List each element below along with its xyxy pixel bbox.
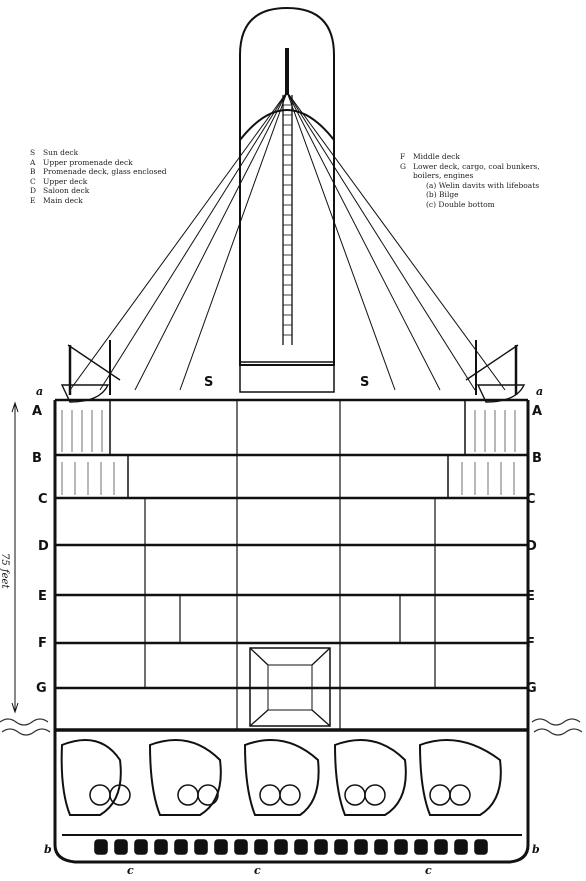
deck-label-right-g: G xyxy=(526,681,537,696)
deck-lines xyxy=(55,398,528,732)
deck-label-right-e: E xyxy=(526,589,535,604)
superstructure-a xyxy=(109,399,466,456)
davit-label-right: a xyxy=(536,385,544,398)
bulkheads xyxy=(144,400,436,730)
deck-label-right-d: D xyxy=(526,539,537,554)
deck-label-left-c: C xyxy=(38,492,48,507)
deck-label-left-g: G xyxy=(36,681,47,696)
deck-label-right-b: B xyxy=(532,451,542,466)
deck-label-left-a: A xyxy=(32,404,43,419)
boilers xyxy=(60,739,502,816)
double-bottom-label-1: c xyxy=(127,864,134,877)
funnel-base xyxy=(239,361,335,393)
legend-note: (b) Bilge xyxy=(426,190,459,200)
davit-label-left: a xyxy=(36,385,44,398)
double-bottom-cells xyxy=(94,839,488,855)
deck-label-left-b: B xyxy=(32,451,42,466)
legend-note: (a) Welin davits with lifeboats xyxy=(426,180,540,190)
hull-outline xyxy=(53,400,530,864)
funnel-band xyxy=(239,109,335,141)
lifeboat-right xyxy=(465,340,526,403)
legend-item: boilers, engines xyxy=(413,171,474,181)
sun-deck-label-left: S xyxy=(204,375,214,390)
funnel xyxy=(239,6,335,366)
double-bottom-label-2: c xyxy=(254,864,261,877)
scale-label: 75 feet xyxy=(0,553,10,589)
ladder-rungs xyxy=(283,104,292,336)
deck-label-left-f: F xyxy=(38,636,47,651)
legend-note: (c) Double bottom xyxy=(426,199,495,209)
engine-shaft xyxy=(249,647,331,727)
waterline xyxy=(0,718,583,736)
lifeboat-left xyxy=(60,340,121,403)
double-bottom-label-3: c xyxy=(425,864,432,877)
sun-deck-label-right: S xyxy=(360,375,370,390)
deck-label-left-d: D xyxy=(38,539,49,554)
bilge-label-left: b xyxy=(44,843,52,856)
boiler-furnaces xyxy=(89,784,471,806)
cabin-hatching xyxy=(61,410,516,495)
deck-label-right-f: F xyxy=(526,636,535,651)
superstructure-b xyxy=(127,454,449,499)
bilge-label-right: b xyxy=(532,843,540,856)
deck-label-right-a: A xyxy=(532,404,543,419)
funnel-stays xyxy=(69,91,506,391)
deck-label-left-e: E xyxy=(38,589,47,604)
deck-label-right-c: C xyxy=(526,492,536,507)
